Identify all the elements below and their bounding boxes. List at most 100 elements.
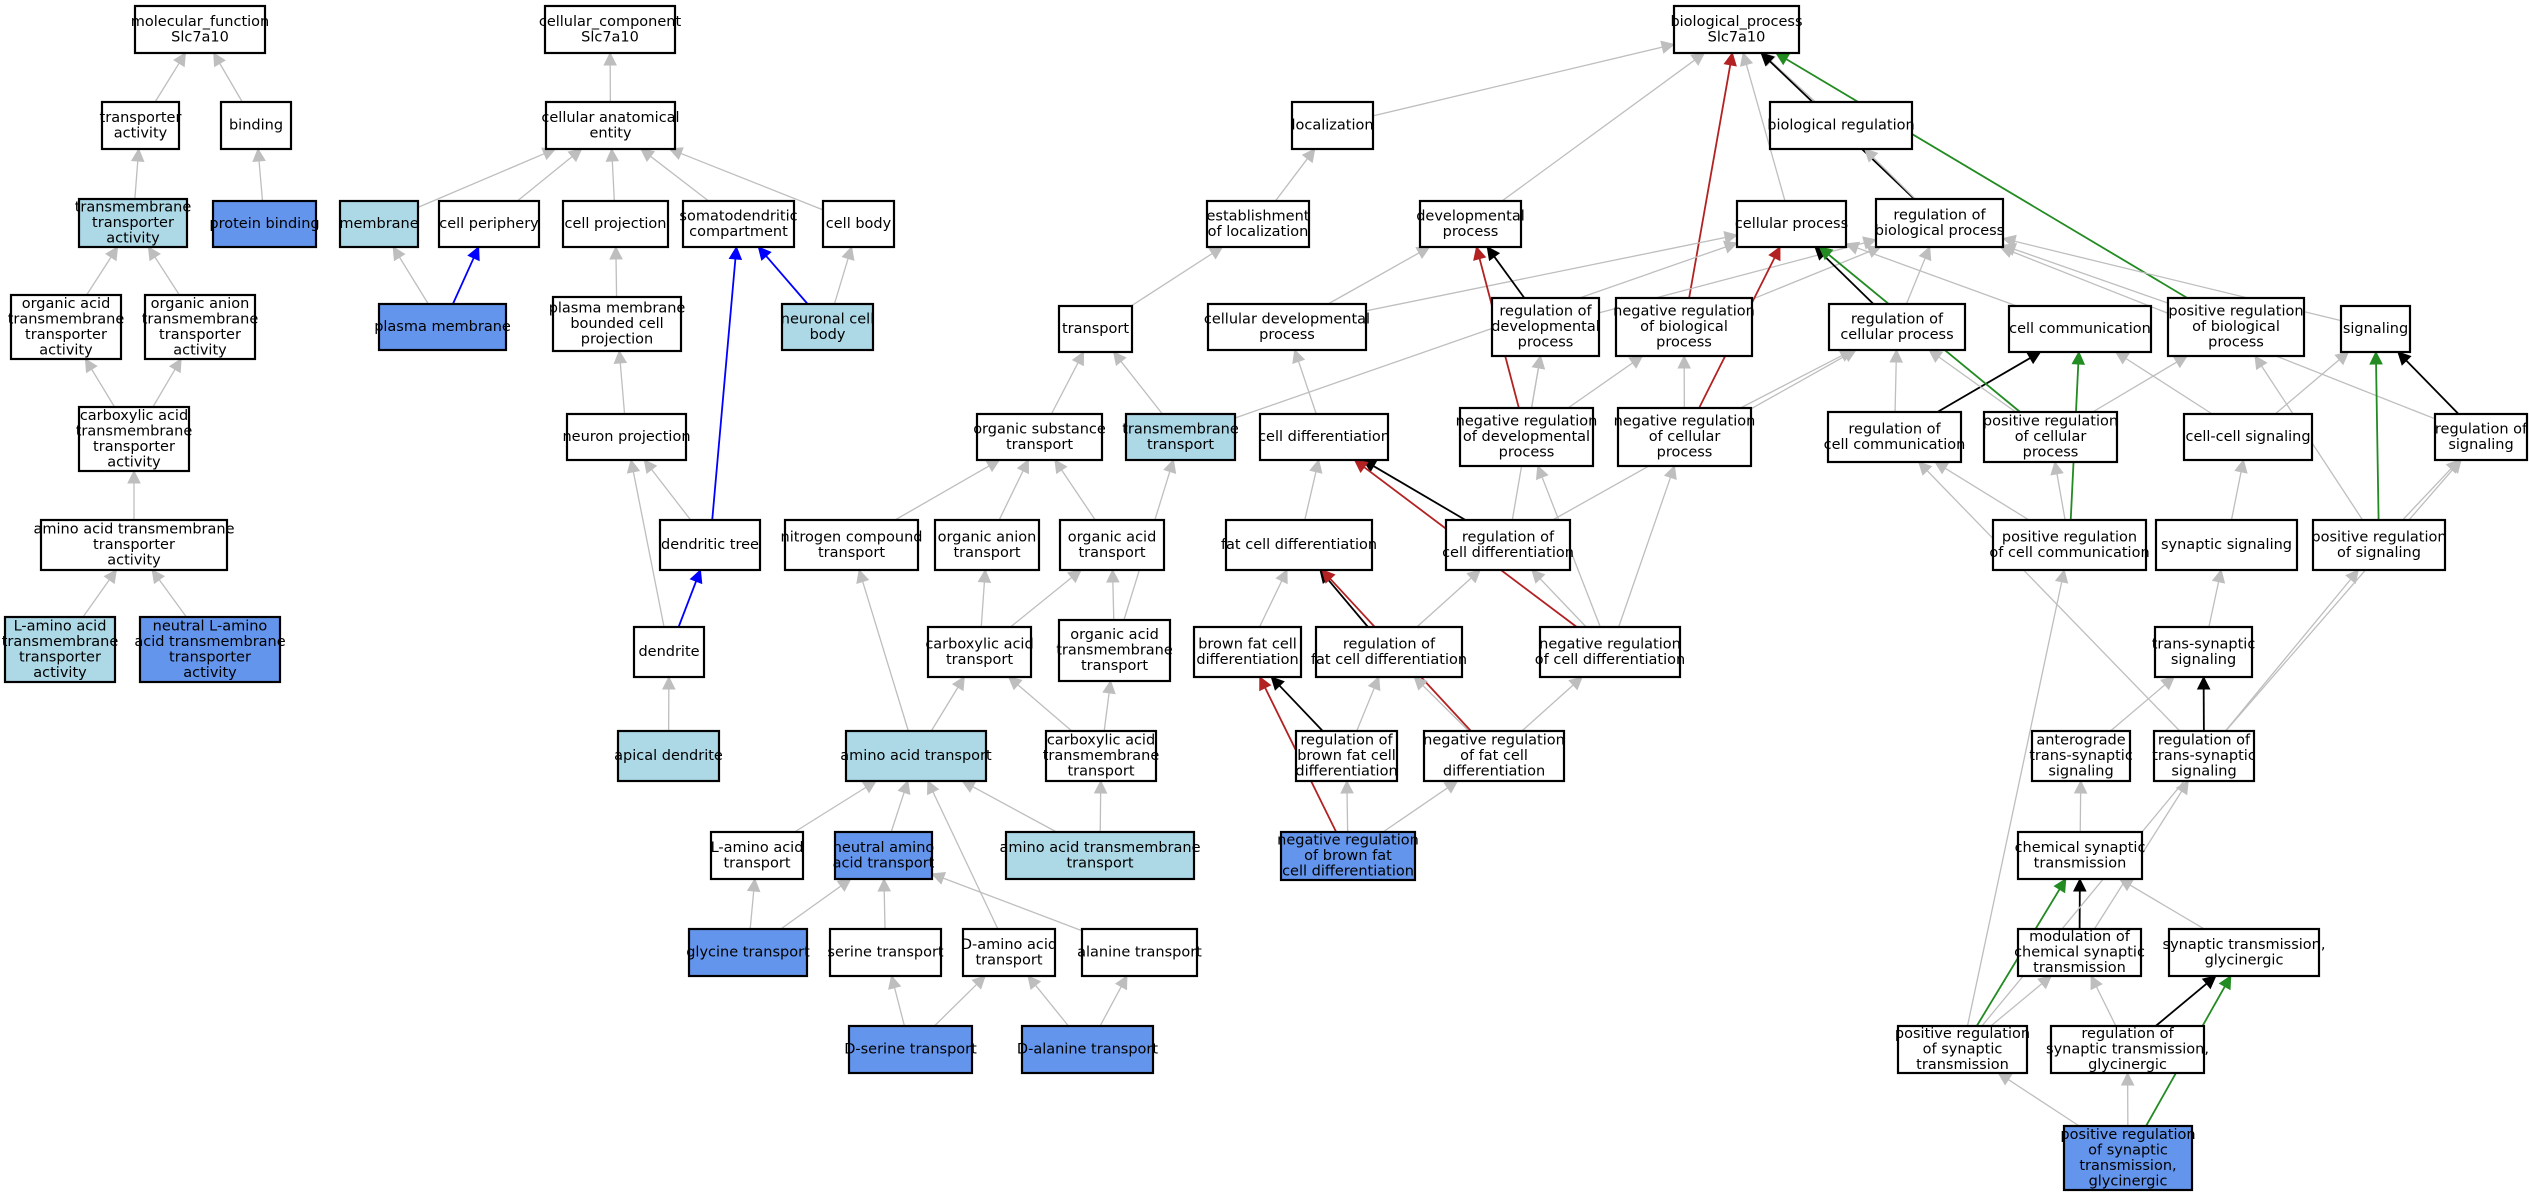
node-box[interactable] [2152, 729, 2256, 783]
node-box[interactable] [219, 100, 293, 151]
node-box[interactable] [133, 4, 267, 55]
node-box[interactable] [1991, 518, 2148, 572]
node-box[interactable] [1768, 100, 1914, 151]
node-box[interactable] [1614, 296, 1754, 358]
go-term-node-fcd[interactable]: fat cell differentiation [1221, 518, 1377, 572]
node-box[interactable] [1224, 518, 1374, 572]
node-box[interactable] [1205, 199, 1311, 249]
node-box[interactable] [1490, 296, 1601, 358]
go-term-node-oata[interactable]: organic acidtransmembranetransporteracti… [8, 293, 125, 361]
go-term-node-cbody[interactable]: cell body [821, 199, 896, 249]
go-term-node-oanta[interactable]: organic aniontransmembranetransporteract… [142, 293, 259, 361]
node-box[interactable] [1314, 625, 1464, 679]
go-term-node-breg[interactable]: biological regulation [1767, 100, 1915, 151]
node-box[interactable] [1422, 729, 1566, 783]
node-box[interactable] [565, 412, 688, 462]
go-term-node-alat[interactable]: alanine transport [1077, 927, 1202, 978]
node-box[interactable] [828, 927, 943, 978]
go-term-node-laata[interactable]: L-amino acidtransmembranetransporteracti… [2, 615, 119, 684]
node-box[interactable] [821, 199, 896, 249]
node-box[interactable] [1538, 625, 1682, 679]
node-box[interactable] [833, 830, 934, 881]
go-term-node-cata[interactable]: carboxylic acidtransmembranetransportera… [76, 405, 193, 473]
node-box[interactable] [1080, 927, 1199, 978]
go-term-node-pb[interactable]: protein binding [209, 199, 320, 249]
node-box[interactable] [2016, 830, 2144, 881]
node-box[interactable] [687, 927, 809, 978]
go-term-node-cdiff[interactable]: cell differentiation [1258, 412, 1390, 462]
node-box[interactable] [2154, 518, 2299, 572]
node-box[interactable] [2182, 412, 2314, 462]
node-box[interactable] [783, 518, 920, 572]
go-term-node-cproj[interactable]: cell projection [561, 199, 670, 249]
node-box[interactable] [2339, 304, 2412, 354]
go-term-node-dsert[interactable]: D-serine transport [844, 1024, 977, 1075]
go-term-node-stg[interactable]: synaptic transmission,glycinergic [2163, 927, 2326, 978]
node-box[interactable] [1444, 518, 1572, 572]
node-box[interactable] [143, 293, 257, 361]
node-box[interactable] [211, 199, 318, 249]
node-box[interactable] [1418, 199, 1523, 249]
go-term-node-loc[interactable]: localization [1290, 100, 1375, 151]
node-box[interactable] [632, 625, 706, 679]
node-box[interactable] [1294, 729, 1399, 783]
node-box[interactable] [1020, 1024, 1155, 1075]
node-box[interactable] [2167, 927, 2321, 978]
go-term-node-sig[interactable]: signaling [2339, 304, 2412, 354]
node-box[interactable] [1290, 100, 1375, 151]
node-box[interactable] [2007, 304, 2153, 354]
go-term-node-dtree[interactable]: dendritic tree [658, 518, 762, 572]
node-box[interactable] [2311, 518, 2447, 572]
go-term-node-aat[interactable]: amino acid transport [840, 729, 992, 783]
node-box[interactable] [975, 412, 1104, 462]
node-box[interactable] [1044, 729, 1158, 783]
node-box[interactable] [961, 927, 1057, 978]
node-box[interactable] [2166, 296, 2306, 358]
node-box[interactable] [544, 100, 677, 151]
go-term-node-cellp[interactable]: cellular process [1735, 199, 1848, 249]
node-box[interactable] [2433, 412, 2529, 462]
node-box[interactable] [1004, 830, 1196, 881]
go-term-node-apd[interactable]: apical dendrite [614, 729, 723, 783]
node-box[interactable] [1057, 618, 1172, 683]
node-box[interactable] [1258, 412, 1390, 462]
go-term-node-bind[interactable]: binding [219, 100, 293, 151]
go-term-node-pm[interactable]: plasma membrane [374, 302, 511, 352]
node-box[interactable] [100, 100, 181, 151]
go-term-node-sert[interactable]: serine transport [827, 927, 944, 978]
node-box[interactable] [1124, 412, 1237, 462]
node-box[interactable] [2030, 729, 2132, 783]
node-box[interactable] [77, 405, 191, 473]
node-box[interactable] [844, 729, 988, 783]
node-box[interactable] [709, 830, 805, 881]
node-box[interactable] [39, 518, 229, 572]
node-box[interactable] [1826, 410, 1963, 464]
node-box[interactable] [847, 1024, 974, 1075]
node-box[interactable] [1982, 410, 2119, 464]
go-term-node-ccom[interactable]: cell communication [2007, 304, 2153, 354]
